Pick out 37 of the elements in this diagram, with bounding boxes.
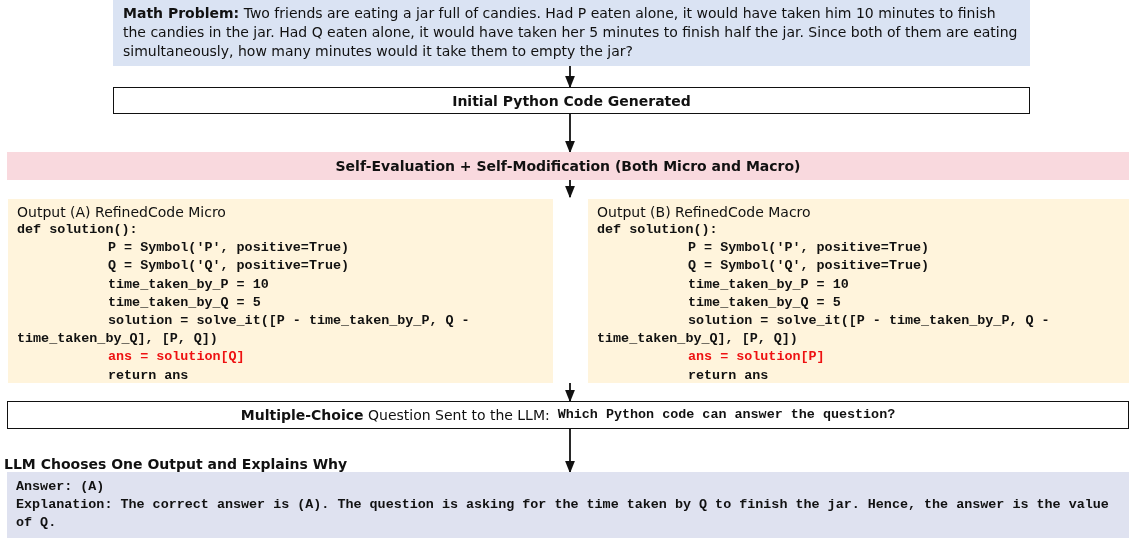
process-box [113,87,1030,114]
process-band [7,152,1129,180]
question-text: Which Python code can answer the question? [557,405,896,424]
step-title: Initial Python Code Generated [452,92,691,109]
arrow [564,113,576,154]
question-box [7,401,1129,429]
answer-text: Explanation: The correct answer is (A). The question is asking for the time taken by Q to finish the jar. Hence, the answer is the value of Q. [16,496,1110,533]
code-line: return ans [107,366,190,385]
problem-text: Math Problem: Two friends are eating a jar full of candies. Had P eaten alone, it would have taken him 10 minutes to finish the candies in the jar. Had Q eaten alone, it would have taken her 5 minutes to finish half the jar. Since both of them are eating simultaneously, how many minutes would it take them to empty the jar? [123,4,1019,61]
code-panel [588,199,1129,383]
step-title: Self-Evaluation + Self-Modification (Both Micro and Macro) [335,158,801,174]
code-line: def solution(): [17,221,139,239]
arrow [564,428,576,474]
code-line: ans = solution[Q] [107,348,246,367]
panel-heading: Output (B) RefinedCode Macro [597,204,812,221]
code-line: P = Symbol('P', positive=True) [687,239,931,258]
code-line: def solution(): [597,221,719,239]
section-heading: LLM Chooses One Output and Explains Why [4,456,348,472]
code-line: ans = solution[P] [687,348,826,367]
code-line: time_taken_by_Q = 5 [687,293,842,312]
code-line: time_taken_by_P = 10 [107,275,270,294]
code-panel [8,199,553,383]
code-line: solution = solve_it([P - time_taken_by_P, Q - time_taken_by_Q], [P, Q]) [17,312,471,349]
code-line: Q = Symbol('Q', positive=True) [107,257,351,276]
arrow [564,65,576,89]
question-label: Multiple-Choice Question Sent to the LLM: [240,407,550,423]
code-line: Q = Symbol('Q', positive=True) [687,257,931,276]
code-line: solution = solve_it([P - time_taken_by_P, Q - time_taken_by_Q], [P, Q]) [597,312,1051,349]
code-line: P = Symbol('P', positive=True) [107,239,351,258]
arrow [564,382,576,403]
arrow [564,179,576,199]
problem-box [113,0,1030,66]
code-line: time_taken_by_Q = 5 [107,293,262,312]
answer-text: Answer: (A) [16,478,106,496]
code-line: return ans [687,366,770,385]
panel-heading: Output (A) RefinedCode Micro [17,204,227,221]
code-line: time_taken_by_P = 10 [687,275,850,294]
